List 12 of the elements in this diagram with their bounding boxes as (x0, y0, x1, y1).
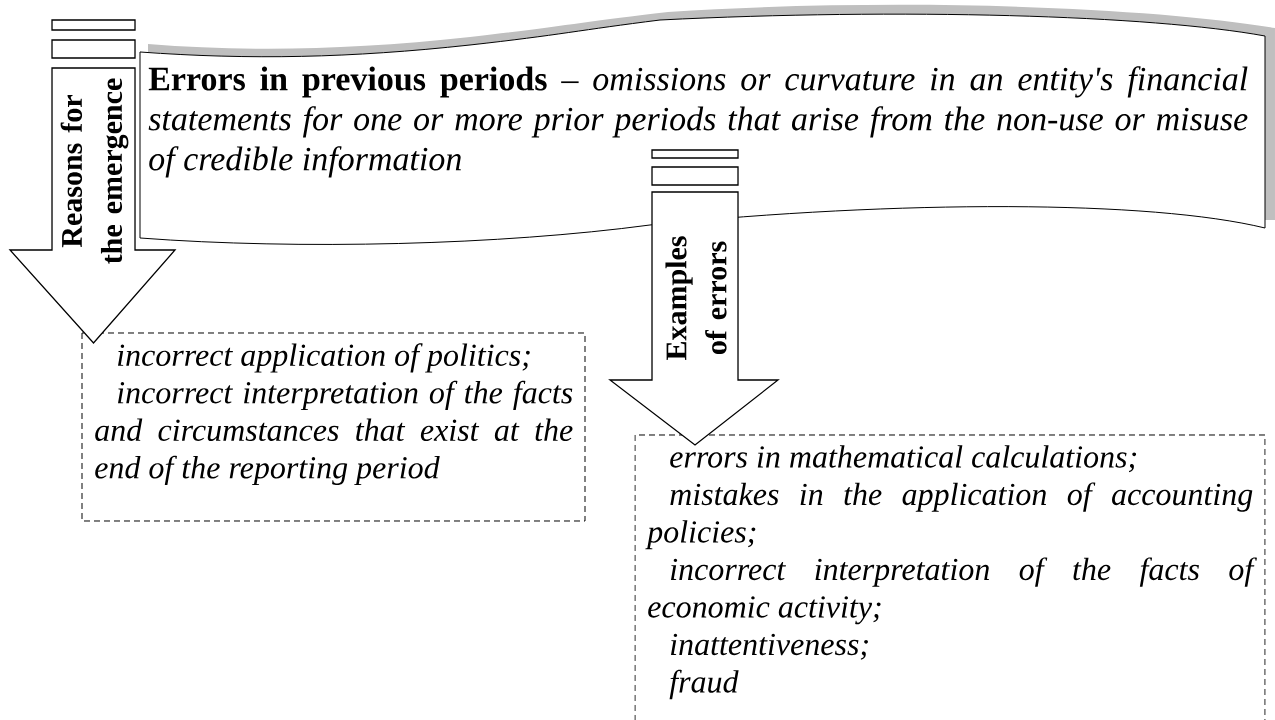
list-item: inattentiveness; (671, 633, 868, 660)
list-item: incorrect interpretation of the facts of economic activity; (648, 557, 1257, 625)
edge-label: Reasons for the emergence (60, 78, 129, 264)
block-arrow (608, 149, 780, 446)
list-item: incorrect application of politics; (118, 343, 530, 373)
dashed-box (634, 434, 1266, 720)
dashed-box (81, 332, 586, 522)
block-arrow (8, 19, 177, 344)
list-item: fraud (669, 669, 739, 700)
list-item: errors in mathematical calculations; (670, 445, 1137, 473)
list-item: mistakes in the application of accounting policies; (645, 482, 1253, 550)
list-item: incorrect interpretation of the facts and circumstances that exist at the end of the reporting period (95, 380, 573, 486)
